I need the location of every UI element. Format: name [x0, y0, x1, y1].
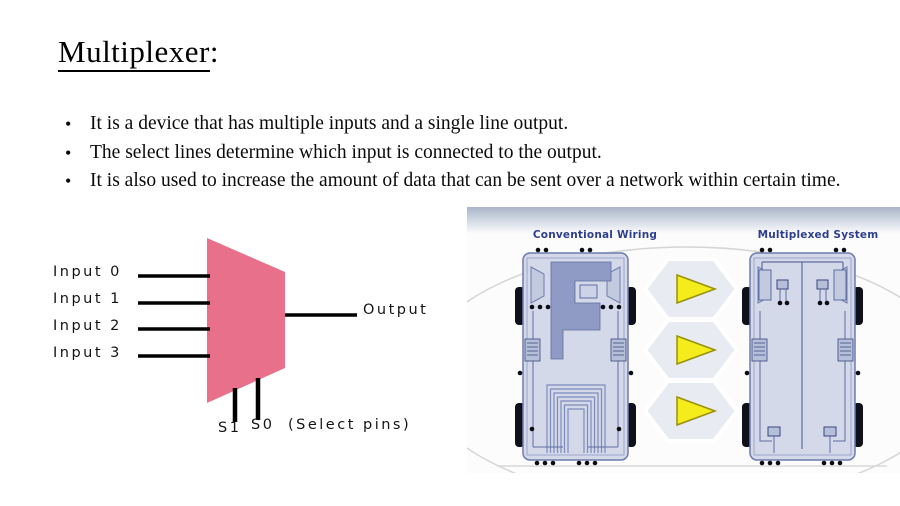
bullet-item: It is a device that has multiple inputs …	[62, 110, 862, 139]
node-box	[776, 279, 789, 290]
arrow-hex	[642, 257, 740, 321]
input0-label: Input 0	[53, 264, 122, 280]
connector-dots	[517, 247, 634, 466]
node-box	[816, 279, 829, 290]
arrow-right-icon	[676, 395, 718, 427]
car-multiplexed-graphic	[742, 247, 863, 466]
headlight	[530, 266, 545, 304]
title-text: Multiplexer	[58, 34, 210, 72]
arrow-column	[642, 257, 740, 443]
nested-wire-loops	[546, 384, 606, 453]
node-stems	[773, 436, 831, 453]
connector-blocks	[751, 338, 854, 362]
connector-blocks	[524, 338, 627, 362]
multiplexed-system-label: Multiplexed System	[757, 229, 879, 241]
page-title: Multiplexer:	[58, 34, 219, 72]
arrow-hex	[642, 318, 740, 382]
wiring-harness	[550, 261, 612, 360]
node-box	[767, 426, 781, 437]
input2-label: Input 2	[53, 318, 122, 334]
bullet-item: The select lines determine which input i…	[62, 139, 862, 168]
wiring-comparison-graphic	[467, 207, 900, 473]
bullet-list: It is a device that has multiple inputs …	[62, 110, 862, 196]
background-ellipse	[467, 246, 900, 473]
corner-module	[758, 269, 772, 301]
corner-module	[833, 269, 847, 301]
ecu-box	[579, 284, 598, 299]
s0-pin-label: S0	[251, 417, 275, 433]
car-conventional-graphic	[515, 247, 636, 466]
arrow-right-icon	[676, 334, 718, 366]
conventional-wiring-label: Conventional Wiring	[532, 229, 658, 241]
title-colon: :	[209, 34, 219, 69]
connector-dots	[744, 247, 861, 466]
wiring-comparison-image: Conventional Wiring Multiplexed System	[467, 207, 900, 473]
node-box	[823, 426, 837, 437]
select-pins-caption: (Select pins)	[288, 417, 412, 433]
node-stems	[779, 289, 827, 301]
arrow-hex	[642, 379, 740, 443]
input3-label: Input 3	[53, 345, 122, 361]
perimeter-wires	[532, 311, 619, 448]
s1-pin-label: S1	[218, 420, 242, 436]
bullet-item: It is also used to increase the amount o…	[62, 167, 862, 196]
mux-wires	[138, 274, 357, 422]
mux-diagram	[138, 238, 357, 422]
photo-top-gradient	[467, 207, 900, 234]
input1-label: Input 1	[53, 291, 122, 307]
output-label: Output	[363, 302, 429, 318]
arrow-right-icon	[676, 273, 718, 305]
mux-trapezoid-shape	[207, 238, 285, 403]
